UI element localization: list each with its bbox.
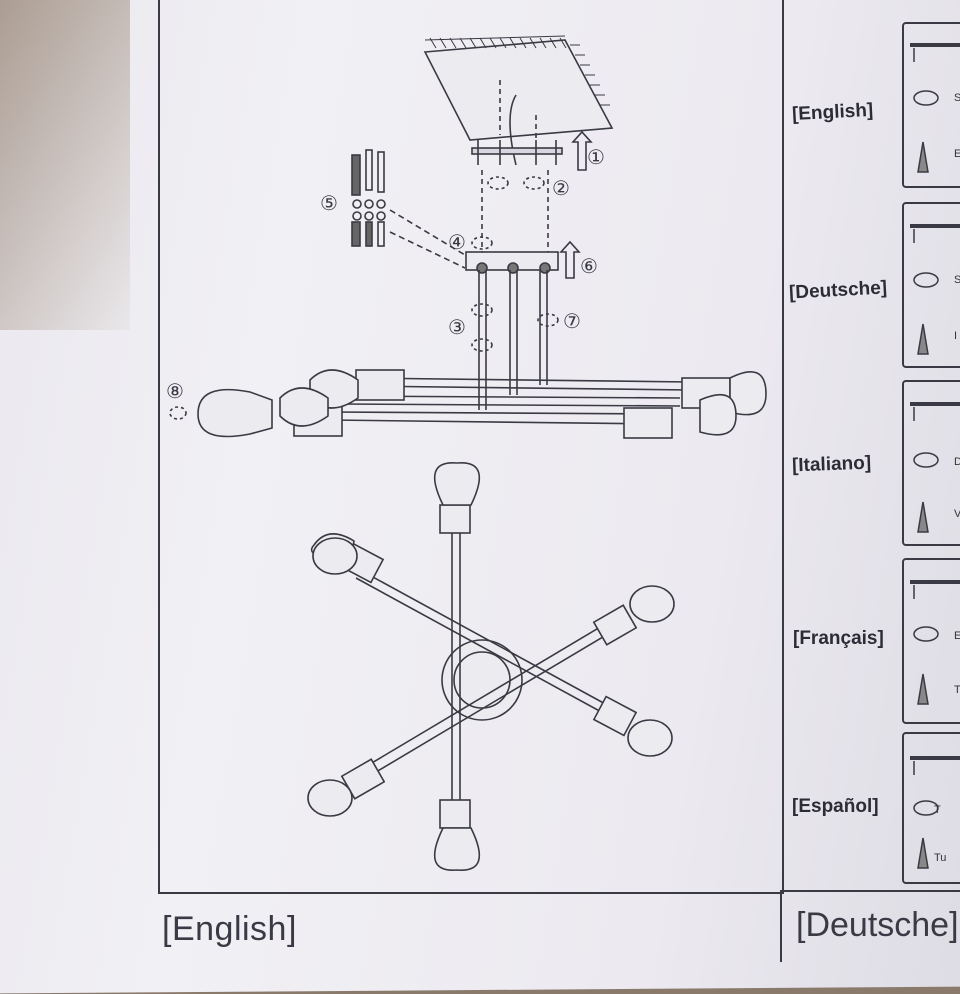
part-nut-name: S	[954, 274, 960, 286]
ceiling-plate	[423, 35, 614, 141]
part-wire-nut-name: T	[954, 684, 960, 696]
part-wire-nut-name: V	[954, 508, 960, 520]
section-header-deutsche: [Deutsche]	[796, 906, 959, 944]
assembly-diagram-panel	[158, 0, 784, 894]
wire-nut-icon	[917, 141, 929, 173]
canopy-base	[465, 236, 559, 410]
fixture-arms-side-view	[169, 369, 767, 439]
lang-label-espanol: [Español]	[792, 796, 879, 817]
part-wire-nut-name: E	[954, 148, 960, 160]
section-header-english: [English]	[162, 910, 297, 948]
step-4-label: ④	[448, 232, 466, 254]
nut-icon	[913, 90, 939, 106]
lang-label-francais: [Français]	[793, 628, 884, 649]
part-wire-nut-name: I	[954, 330, 958, 342]
step-3-label: ③	[448, 317, 466, 339]
step-8-label: ⑧	[166, 381, 184, 403]
bracket-icon	[910, 580, 960, 599]
paper-fold-shadow	[0, 0, 130, 330]
column-divider	[780, 892, 782, 962]
nut-icon	[913, 626, 939, 642]
parts-box-deutsche: S I	[902, 202, 960, 368]
assembly-diagram: ① ② ③ ④ ⑤ ⑥ ⑦ ⑧	[166, 35, 960, 871]
bottom-header-row: [English] [Deutsche]	[146, 892, 960, 962]
step-1-label: ①	[587, 147, 605, 169]
wire-nut-icon	[917, 501, 929, 533]
wire-connector-detail	[351, 149, 466, 269]
arrow-up-icon	[559, 240, 581, 279]
wire-nut-icon	[917, 323, 929, 355]
arrow-up-icon	[571, 130, 593, 171]
part-nut-name: S	[954, 92, 960, 104]
nut-icon	[913, 800, 939, 816]
wire-nut-icon	[917, 837, 929, 869]
parts-icons	[910, 43, 960, 869]
part-wire-nut-name: Tu	[934, 852, 947, 864]
step-6-label: ⑥	[580, 256, 598, 278]
part-nut-name: E	[954, 630, 960, 642]
parts-list-panel	[780, 0, 960, 892]
nut-icon	[913, 272, 939, 288]
step-7-label: ⑦	[563, 311, 581, 333]
fixture-top-view	[307, 462, 675, 871]
parts-box-francais: E T	[902, 558, 960, 724]
bracket-icon	[910, 402, 960, 421]
parts-box-english: S E	[902, 22, 960, 188]
mounting-bracket	[471, 80, 563, 255]
lang-label-english: [English]	[791, 99, 874, 126]
step-5-label: ⑤	[320, 193, 338, 215]
parts-box-italiano: D V	[902, 380, 960, 546]
nut-icon	[913, 452, 939, 468]
part-nut-name: D	[954, 456, 960, 468]
parts-box-espanol: T Tu	[902, 732, 960, 884]
bracket-icon	[910, 43, 960, 62]
step-2-label: ②	[552, 178, 570, 200]
part-nut-name: T	[934, 804, 941, 816]
wire-nut-icon	[917, 673, 929, 705]
lang-label-italiano: [Italiano]	[791, 452, 872, 477]
bracket-icon	[910, 756, 960, 775]
bracket-icon	[910, 224, 960, 243]
